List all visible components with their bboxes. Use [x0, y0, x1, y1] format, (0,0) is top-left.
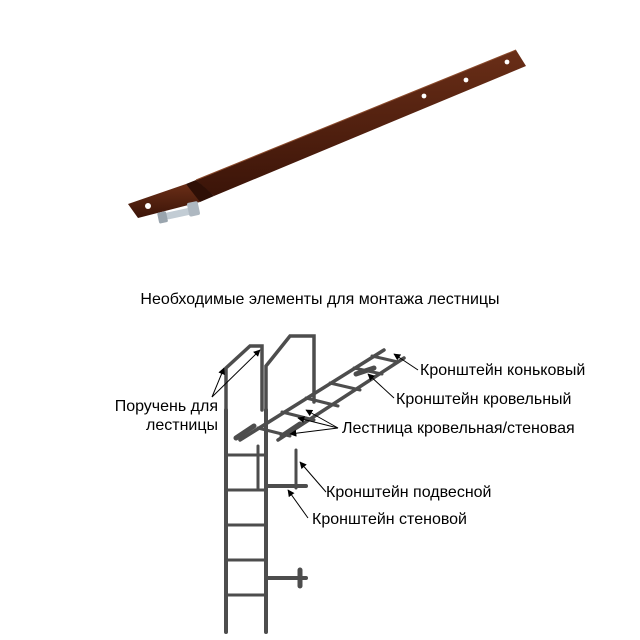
diagram-heading: Необходимые элементы для монтажа лестниц… [140, 291, 500, 308]
label-ridge-bracket: Кронштейн коньковый [420, 362, 586, 379]
arrow-wall-bracket [287, 489, 309, 519]
arrow-handrail-2 [211, 349, 261, 398]
label-handrail-line2: лестницы [146, 417, 218, 434]
bolt-image [157, 201, 200, 224]
arrow-ladder-1 [297, 416, 339, 429]
label-suspension-bracket: Кронштейн подвесной [326, 484, 492, 501]
arrow-roof-bracket-1 [367, 373, 395, 399]
arrow-ridge-bracket [393, 353, 419, 371]
arrow-suspension-bracket [299, 461, 327, 493]
label-wall-bracket: Кронштейн стеновой [312, 511, 467, 528]
arrow-ladder-3 [305, 409, 339, 429]
label-handrail-line1: Поручень для [114, 398, 218, 415]
ridge-bracket-strip-image [128, 49, 526, 218]
callout-arrows [211, 349, 419, 519]
label-roof-bracket: Кронштейн кровельный [396, 391, 572, 408]
arrow-ladder-2 [289, 427, 339, 437]
arrow-handrail-1 [211, 367, 225, 398]
label-roof-wall-ladder: Лестница кровельная/стеновая [342, 420, 575, 437]
